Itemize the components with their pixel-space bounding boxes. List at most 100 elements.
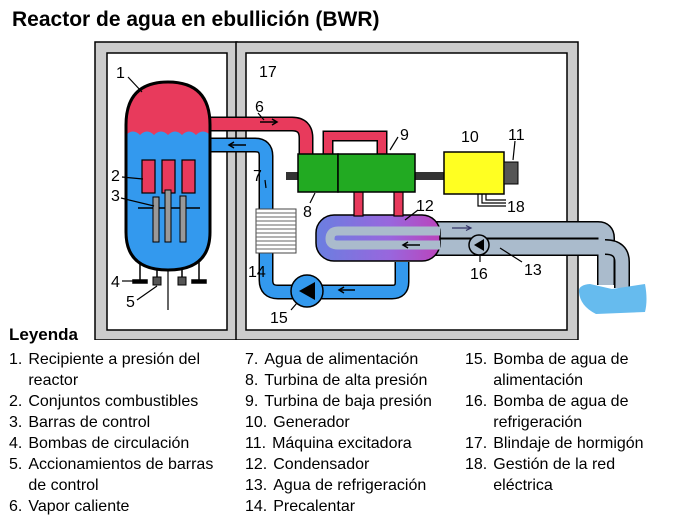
legend-item: 2. Conjuntos combustibles [9,391,234,412]
legend-item: 14.Precalentar [245,496,460,517]
reactor-steam-dome [126,82,210,135]
label-6: 6 [255,99,264,116]
legend-item-text: Agua de refrigeración [273,477,427,494]
legend-item-text: Turbina de baja presión [264,393,432,410]
condenser [315,214,441,262]
legend-item-text: Turbina de alta presión [264,372,428,389]
legend-item: 18. Gestión de la red eléctrica [465,454,670,496]
label-1: 1 [116,65,125,82]
label-16: 16 [470,266,488,283]
leader-lines [120,76,523,311]
legend-item: 3. Barras de control [9,412,234,433]
legend-item-number: 11. [245,435,267,452]
legend-item-number: 6. [9,498,23,515]
legend-item-number: 8. [245,372,259,389]
label-15: 15 [270,310,288,327]
legend-item-number: 10. [245,414,268,431]
diagram-title: Reactor de agua en ebullición (BWR) [12,8,380,31]
legend-item: 15. Bomba de agua de alimentación [465,349,670,391]
legend-column-1: 1. Recipiente a presión del reactor 2. Conj… [9,349,234,517]
label-2: 2 [111,168,120,185]
label-18: 18 [507,199,525,216]
legend-title: Leyenda [9,325,78,344]
legend-item-number: 1. [9,351,23,368]
legend-column-2: 7. Agua de alimentación 8. Turbina de alta … [245,349,460,517]
crossover-pipe-fill [324,132,386,154]
legend-item-text: Blindaje de hormigón [493,435,644,452]
legend-item-number: 7. [245,351,259,368]
label-11: 11 [508,127,525,144]
legend-item-number: 18. [465,456,488,473]
high-pressure-turbine [297,153,339,193]
label-10: 10 [461,129,479,146]
label-7: 7 [253,168,262,185]
legend-item-text: Bomba de agua de alimentación [493,351,629,389]
circulation-pumps [132,262,207,284]
generator [443,151,505,195]
cooling-water-flow-arrow [452,224,473,232]
legend-item: 11. Máquina excitadora [245,433,460,454]
legend-item-number: 3. [9,414,23,431]
turbine-exhaust-pipes [353,190,404,217]
legend-item-text: Conjuntos combustibles [28,393,199,410]
legend-item-number: 12. [245,456,268,473]
legend-item-number: 9. [245,393,259,410]
legend-item-text: Vapor caliente [28,498,130,515]
legend-item: 7. Agua de alimentación [245,349,460,370]
legend-item: 16.Bomba de agua de refrigeración [465,391,670,433]
river-water [578,284,647,314]
steam-pipe-fill [200,118,312,154]
feedwater-pump [290,274,324,308]
feedwater-pipe-fill [200,139,408,298]
legend-item-number: 13. [245,477,268,494]
label-8: 8 [303,204,312,221]
legend-item-text: Generador [273,414,350,431]
legend-item-text: Gestión de la red eléctrica [493,456,616,494]
legend-item: 1. Recipiente a presión del reactor [9,349,234,391]
label-14: 14 [248,264,266,281]
preheater [255,208,297,254]
concrete-shielding-right [235,41,579,340]
legend-item-text: Accionamientos de barras de control [28,456,214,494]
reactor-vessel-wall [124,80,212,272]
legend-item: 17. Blindaje de hormigón [465,433,670,454]
legend-item: 10. Generador [245,412,460,433]
control-rods [152,189,187,243]
cooling-water-return-fill [604,240,629,288]
label-4: 4 [111,274,120,291]
legend-item-number: 5. [9,456,23,473]
legend-item-text: Máquina excitadora [272,435,412,452]
legend-item-number: 17. [465,435,488,452]
legend-item-number: 14. [245,498,268,515]
label-13: 13 [524,262,542,279]
legend-item: 12. Condensador [245,454,460,475]
control-rod-drives [152,268,187,310]
legend-item-text: Condensador [273,456,370,473]
legend-item: 5. Accionamientos de barras de control [9,454,234,496]
cooling-water-pump [468,234,490,256]
fuel-assemblies [138,159,200,209]
concrete-shielding-left [94,41,238,340]
legend-item: 13. Agua de refrigeración [245,475,460,496]
label-5: 5 [126,294,135,311]
legend-item: 6. Vapor caliente [9,496,234,517]
flow-arrows [227,118,420,294]
legend-item: 9. Turbina de baja presión [245,391,460,412]
legend-item-text: Agua de alimentación [264,351,419,368]
bwr-diagram: 1 2 3 4 5 6 7 8 9 10 11 12 13 14 15 16 1… [94,41,647,340]
label-12: 12 [416,198,434,215]
legend-item: 8. Turbina de alta presión [245,370,460,391]
label-17: 17 [259,64,277,81]
legend-item-text: Bombas de circulación [28,435,190,452]
legend-item-number: 15. [465,351,488,368]
legend-item-number: 16. [465,393,488,410]
label-9: 9 [400,127,409,144]
grid-connection-lines [477,194,506,207]
exciter [503,161,519,185]
legend-item-number: 2. [9,393,23,410]
legend-item-number: 4. [9,435,23,452]
label-3: 3 [111,188,120,205]
legend-item-text: Recipiente a presión del reactor [28,351,201,389]
legend-item-text: Barras de control [28,414,151,431]
